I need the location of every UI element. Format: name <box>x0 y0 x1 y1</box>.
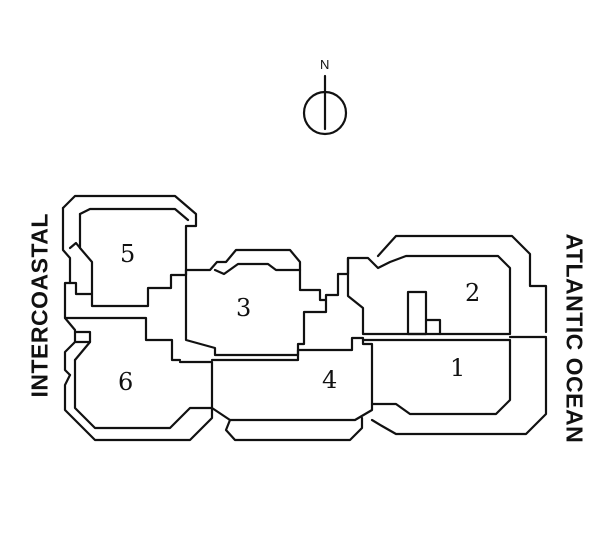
unit-6-outer <box>63 373 214 442</box>
unit-2-wall <box>346 254 512 336</box>
intercoastal-label: INTERCOASTAL <box>26 213 53 398</box>
unit-5-inner <box>78 207 190 222</box>
atlantic-ocean-label: ATLANTIC OCEAN <box>561 233 588 444</box>
west-wall <box>61 206 77 344</box>
unit-3-label: 3 <box>236 294 252 322</box>
unit-2-label: 2 <box>465 279 481 307</box>
unit-1-wall <box>361 338 512 416</box>
unit-5-label: 5 <box>120 240 136 268</box>
unit-1-label: 1 <box>450 354 466 382</box>
unit-6-wall <box>74 330 92 344</box>
unit-1-outer <box>370 336 548 436</box>
unit-6-label: 6 <box>118 368 134 396</box>
unit-3-wall <box>184 248 302 272</box>
north-arrow-icon <box>302 74 348 136</box>
unit-4-wall <box>210 336 374 422</box>
unit-2-stair <box>406 290 428 336</box>
unit-4-label: 4 <box>322 366 338 394</box>
unit-2-outer <box>376 234 548 334</box>
west-corridor <box>63 316 182 362</box>
north-label: N <box>320 57 330 72</box>
unit-5-wall <box>61 194 198 308</box>
